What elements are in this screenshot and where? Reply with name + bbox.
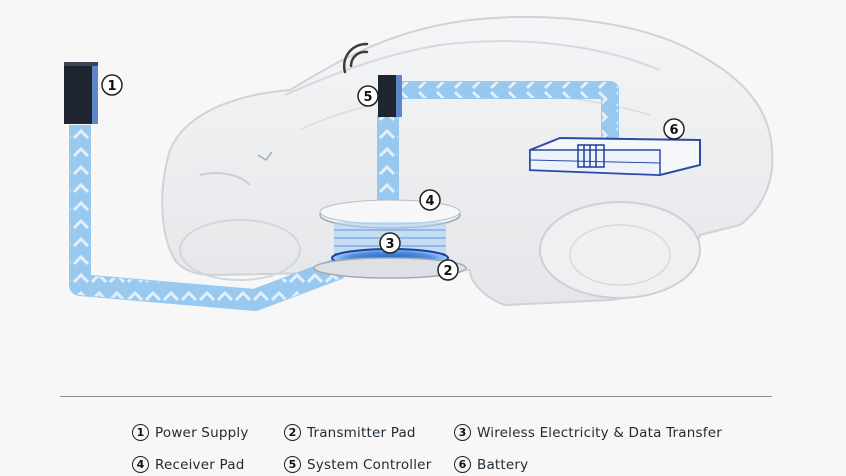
battery-flow-path: [400, 81, 619, 140]
power-flow-path: [69, 125, 344, 311]
svg-text:4: 4: [425, 194, 434, 209]
legend-number: 2: [284, 424, 301, 441]
legend-label: Power Supply: [155, 424, 249, 441]
callout-2: 2: [437, 259, 459, 281]
legend-divider: [60, 396, 772, 397]
legend-label: Transmitter Pad: [307, 424, 416, 441]
svg-text:2: 2: [443, 264, 452, 279]
legend-item-wireless-transfer: 3 Wireless Electricity & Data Transfer: [454, 424, 722, 441]
callout-6: 6: [663, 118, 685, 140]
wireless-charging-diagram: 1 2 3 4 5 6: [64, 15, 774, 311]
system-controller-unit: [378, 75, 402, 117]
legend-item-receiver-pad: 4 Receiver Pad: [132, 456, 244, 473]
callout-5: 5: [357, 85, 379, 107]
svg-text:6: 6: [669, 123, 678, 138]
legend-item-system-controller: 5 System Controller: [284, 456, 431, 473]
callout-1: 1: [101, 74, 123, 96]
legend-number: 1: [132, 424, 149, 441]
legend-number: 3: [454, 424, 471, 441]
legend-label: Receiver Pad: [155, 456, 245, 473]
battery-unit: [529, 136, 701, 177]
power-supply-unit: [64, 62, 98, 124]
svg-text:1: 1: [107, 79, 116, 94]
svg-text:5: 5: [363, 90, 372, 105]
callout-3: 3: [379, 232, 401, 254]
callout-4: 4: [419, 189, 441, 211]
wifi-signal-icon: [342, 42, 369, 74]
svg-text:3: 3: [385, 237, 394, 252]
legend: 1 Power Supply 2 Transmitter Pad 3 Wirel…: [132, 420, 772, 476]
transmitter-pad: [313, 257, 467, 279]
legend-label: Wireless Electricity & Data Transfer: [477, 424, 722, 441]
legend-number: 5: [284, 456, 301, 473]
legend-label: Battery: [477, 456, 529, 473]
legend-item-transmitter-pad: 2 Transmitter Pad: [284, 424, 416, 441]
legend-item-battery: 6 Battery: [454, 456, 528, 473]
legend-number: 6: [454, 456, 471, 473]
car-silhouette: [161, 15, 774, 307]
legend-number: 4: [132, 456, 149, 473]
legend-label: System Controller: [307, 456, 432, 473]
legend-item-power-supply: 1 Power Supply: [132, 424, 249, 441]
